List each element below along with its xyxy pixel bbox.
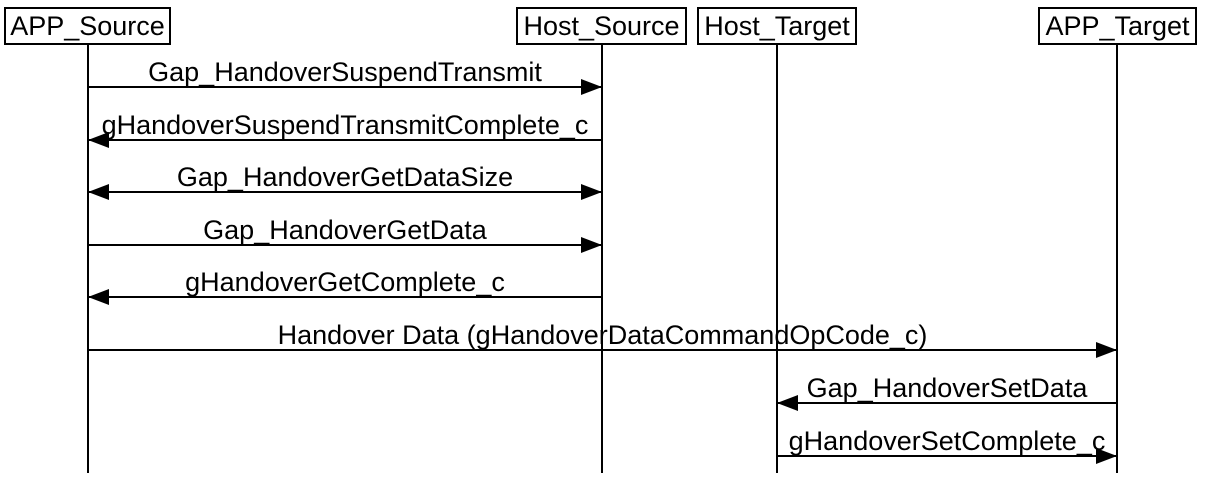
msg-label: Handover Data (gHandoverDataCommandOpCod…: [277, 319, 928, 350]
msg-line: [777, 455, 1117, 457]
arrowhead-left-icon: [88, 289, 109, 305]
lifeline-host-target: [776, 45, 778, 473]
msg-label: Gap_HandoverGetDataSize: [176, 161, 514, 192]
arrowhead-right-icon: [1096, 448, 1117, 464]
msg-line: [88, 244, 602, 246]
msg-label: gHandoverSuspendTransmitComplete_c: [101, 109, 589, 140]
actor-label-app-source: APP_Source: [10, 10, 165, 41]
msg-line: [88, 191, 602, 193]
arrowhead-left-icon: [777, 395, 798, 411]
arrowhead-right-icon: [581, 184, 602, 200]
msg-label: gHandoverSetComplete_c: [788, 425, 1106, 456]
msg-label: Gap_HandoverSuspendTransmit: [148, 56, 542, 87]
lifeline-app-source: [87, 45, 89, 473]
arrowhead-right-icon: [581, 237, 602, 253]
actor-box-host-target: Host_Target: [697, 7, 857, 45]
actor-label-host-source: Host_Source: [523, 10, 680, 41]
arrowhead-right-icon: [581, 79, 602, 95]
arrowhead-right-icon: [1096, 342, 1117, 358]
msg-line: [88, 86, 602, 88]
actor-box-app-target: APP_Target: [1038, 7, 1197, 45]
msg-label: Gap_HandoverGetData: [203, 214, 487, 245]
arrowhead-left-icon: [88, 132, 109, 148]
msg-line: [88, 296, 602, 298]
actor-label-host-target: Host_Target: [704, 10, 850, 41]
msg-line: [88, 349, 1117, 351]
lifeline-host-source: [601, 45, 603, 473]
msg-label: gHandoverGetComplete_c: [185, 266, 505, 297]
actor-box-app-source: APP_Source: [4, 7, 171, 45]
msg-label: Gap_HandoverSetData: [806, 372, 1088, 403]
msg-line: [88, 139, 602, 141]
actor-label-app-target: APP_Target: [1045, 10, 1190, 41]
lifeline-app-target: [1116, 45, 1118, 473]
arrowhead-left-icon: [88, 184, 109, 200]
msg-line: [777, 402, 1117, 404]
actor-box-host-source: Host_Source: [516, 7, 687, 45]
